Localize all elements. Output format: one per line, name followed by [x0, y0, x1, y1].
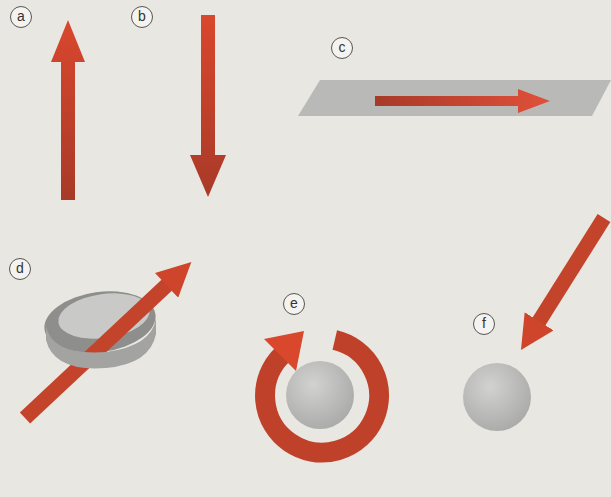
circular-arrow-head [264, 331, 304, 371]
panel-letter: d [9, 258, 31, 280]
ball [463, 363, 531, 431]
panel-letter: c [331, 37, 353, 59]
ball [286, 361, 354, 429]
plane [298, 80, 611, 116]
incoming-arrow [538, 218, 604, 323]
panel-letter: a [10, 6, 32, 28]
ring-front [46, 318, 156, 368]
panel-letter: b [131, 6, 153, 28]
panel-letter: e [283, 293, 305, 315]
right-arrow [375, 89, 550, 113]
up-arrow [51, 20, 85, 200]
down-arrow [190, 15, 226, 197]
diagonal-arrow [25, 284, 168, 418]
panel-letter: f [473, 313, 495, 335]
